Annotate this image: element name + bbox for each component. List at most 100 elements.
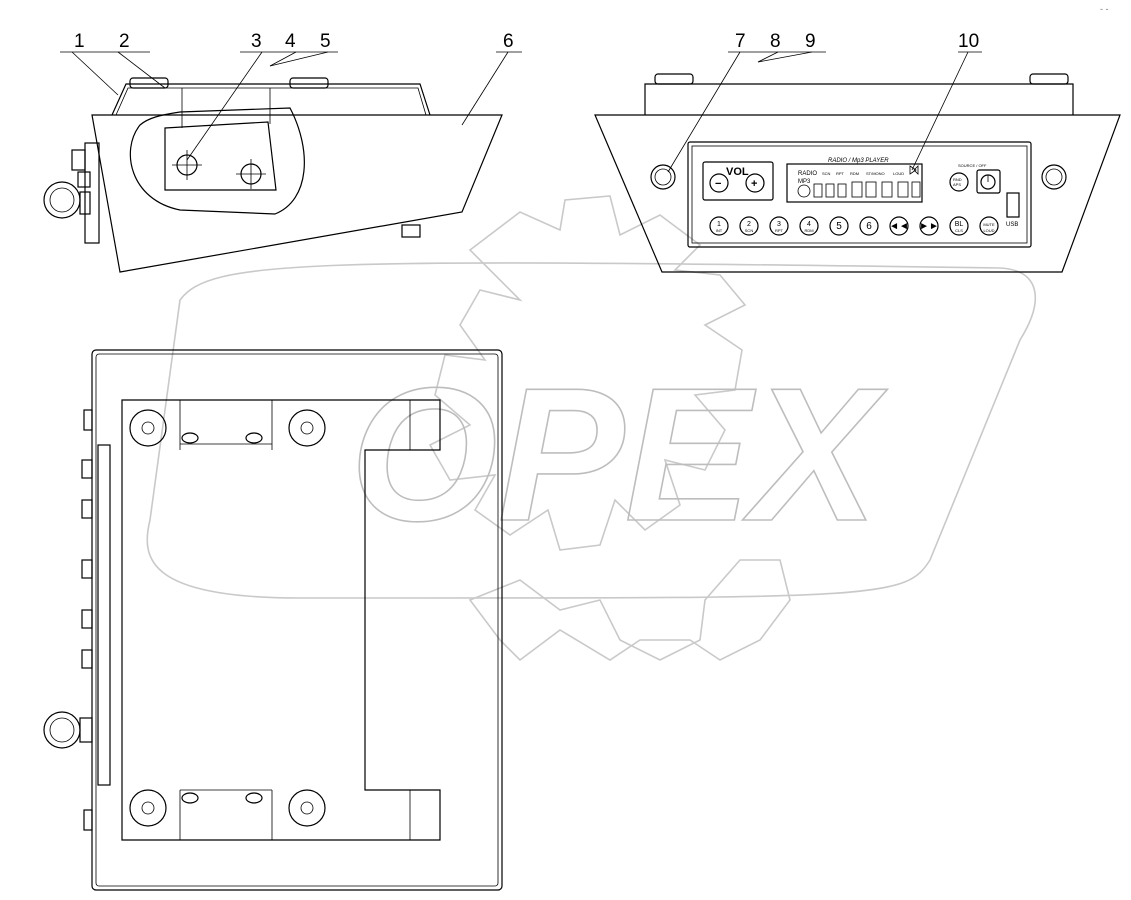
lcd-segments: [797, 181, 921, 198]
callout-5: 5: [320, 31, 331, 52]
preset-button-circle[interactable]: [799, 216, 819, 236]
lcd-rdm: RDM: [850, 171, 859, 176]
power-button[interactable]: [976, 169, 1001, 194]
preset-button-sublabel: SCN: [745, 228, 754, 233]
gear-watermark: [428, 195, 747, 551]
preset-button-number: ►►: [919, 221, 939, 232]
front-view-body: [594, 114, 1121, 273]
lcd-scn: SCN: [822, 171, 831, 176]
top-view: [43, 349, 503, 891]
gear-watermark-lower: [468, 559, 791, 662]
preset-button-sublabel: RPT: [775, 228, 784, 233]
front-view-top: [644, 83, 1074, 115]
usb-label: USB: [1006, 222, 1018, 228]
callout-3: 3: [251, 31, 262, 52]
vol-label: VOL: [726, 166, 749, 178]
side-view-top: [111, 83, 431, 116]
callout-6: 6: [503, 31, 514, 52]
preset-button-circle[interactable]: [919, 216, 939, 236]
preset-button-circle[interactable]: [709, 216, 729, 236]
lcd-radio: RADIO: [798, 171, 817, 177]
screw-left: [172, 150, 202, 180]
preset-button-circle[interactable]: [949, 216, 969, 236]
callout-numbers: 1 2 3 4 5 6 7 8 9 10: [74, 31, 979, 52]
preset-button-7[interactable]: ◄◄: [889, 216, 909, 236]
preset-button-circle[interactable]: [829, 216, 849, 236]
top-view-plate: [121, 399, 441, 841]
callout-leaders: [60, 51, 982, 173]
vol-down-button[interactable]: [709, 173, 729, 193]
preset-button-circle[interactable]: [739, 216, 759, 236]
preset-button-circle[interactable]: [889, 216, 909, 236]
preset-button-6[interactable]: 6: [859, 216, 879, 236]
front-knob-left: [650, 164, 676, 190]
radio-title: RADIO / Mp3 PLAYER: [828, 158, 889, 164]
preset-button-number: MUTE: [983, 222, 995, 227]
preset-button-8[interactable]: ►►: [919, 216, 939, 236]
preset-button-number: ◄◄: [889, 221, 909, 232]
preset-button-number: BL: [955, 221, 964, 228]
mount-hole-bottom-left: [129, 789, 167, 827]
lcd-stmono: ST/MONO: [866, 171, 885, 176]
preset-button-circle[interactable]: [979, 216, 999, 236]
front-view-foot-right: [1029, 73, 1069, 85]
side-view-foot-left: [129, 77, 169, 89]
oval-watermark: [146, 262, 1036, 599]
mount-hole-bottom-right: [288, 789, 326, 827]
vol-box: [702, 161, 774, 201]
vol-up-button[interactable]: [745, 173, 765, 193]
watermark-text: OPEX: [350, 349, 888, 561]
mount-hole-top-right: [288, 409, 326, 447]
callout-1: 1: [74, 31, 85, 52]
lcd-display: [786, 163, 923, 203]
vol-minus-glyph: −: [715, 178, 721, 190]
preset-button-number: 2: [747, 221, 751, 228]
preset-button-sublabel: INT: [716, 228, 723, 233]
vol-plus-glyph: +: [751, 178, 757, 190]
callout-4: 4: [285, 31, 296, 52]
callout-8: 8: [770, 31, 781, 52]
preset-button-sublabel: LOUD: [983, 228, 994, 233]
callout-7: 7: [735, 31, 746, 52]
side-view-clip: [401, 224, 421, 238]
screw-heads-bottom: [180, 789, 272, 804]
source-off-label: SOURCE / OFF: [958, 163, 987, 168]
lcd-rpt: RPT: [836, 171, 845, 176]
preset-button-circle[interactable]: [859, 216, 879, 236]
screw-heads-top: [180, 432, 272, 445]
aps-label: APS: [953, 182, 961, 187]
usb-slot[interactable]: [1006, 192, 1020, 218]
preset-button-number: 1: [717, 221, 721, 228]
preset-button-sublabel: RDM: [804, 228, 813, 233]
preset-button-number: 4: [807, 221, 811, 228]
lcd-mp3: MP3: [798, 179, 811, 185]
preset-button-sublabel: CLS: [955, 228, 963, 233]
radio-faceplate: [687, 141, 1032, 248]
front-view: RADIO / Mp3 PLAYER VOL − + RADIO MP3 SCN…: [594, 73, 1121, 273]
watermark: OPEX: [146, 195, 1036, 662]
corner-mark: - -: [1100, 4, 1109, 14]
preset-button-circle[interactable]: [769, 216, 789, 236]
lcd-loud: LOUD: [893, 171, 904, 176]
rnd-aps-button[interactable]: [949, 172, 969, 192]
mounting-bracket: [164, 121, 277, 191]
preset-button-5[interactable]: 5: [829, 216, 849, 236]
front-knob-right: [1041, 164, 1067, 190]
mute-speaker-icon: [909, 165, 919, 175]
mount-hole-top-left: [129, 409, 167, 447]
side-view-cutout: [129, 107, 305, 215]
callout-10: 10: [958, 31, 979, 52]
preset-button-number: 3: [777, 221, 781, 228]
preset-button-number: 6: [866, 221, 872, 232]
callout-2: 2: [119, 31, 130, 52]
top-view-faceplate-edge: [97, 444, 111, 786]
callout-9: 9: [805, 31, 816, 52]
